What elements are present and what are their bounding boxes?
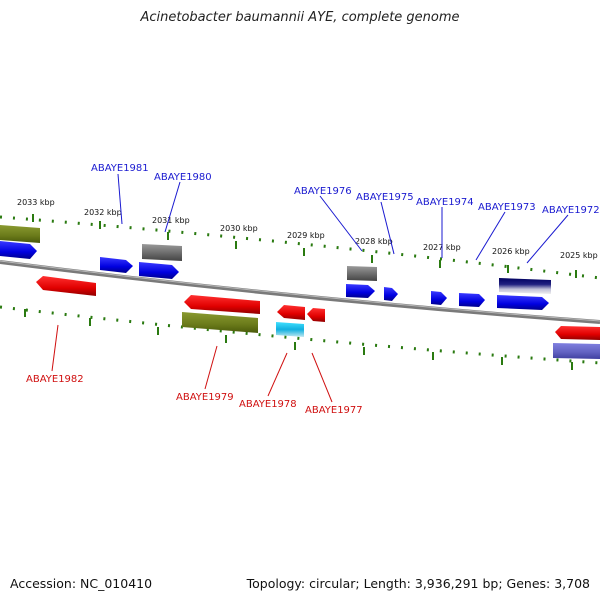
gene-ABAYE1975[interactable] <box>384 287 398 301</box>
gene-ABAYE1981[interactable] <box>100 257 133 273</box>
gene-ABAYE1978[interactable] <box>277 305 305 320</box>
gene-ABAYE1974[interactable] <box>431 291 447 305</box>
scale-label: 2028 kbp <box>355 237 393 246</box>
label-ABAYE1973[interactable]: ABAYE1973 <box>478 202 536 213</box>
scale-label: 2032 kbp <box>84 208 122 217</box>
label-ABAYE1975[interactable]: ABAYE1975 <box>356 192 414 203</box>
genome-backbone <box>0 260 600 324</box>
gene-ABAYE1972[interactable] <box>497 295 549 310</box>
label-ABAYE1976[interactable]: ABAYE1976 <box>294 186 352 197</box>
label-ABAYE1979[interactable]: ABAYE1979 <box>176 392 234 403</box>
scale-label: 2031 kbp <box>152 216 190 225</box>
accession-text: Accession: NC_010410 <box>10 576 153 591</box>
gene-ABAYE1977[interactable] <box>307 308 325 322</box>
feature-block-gray-1976[interactable] <box>347 266 377 281</box>
feature-block-gray-1980[interactable] <box>142 244 182 261</box>
gene-ABAYE1982[interactable] <box>36 276 96 296</box>
feature-block-olive-left[interactable] <box>0 225 40 243</box>
reverse-leader-lines <box>51 324 333 403</box>
feature-block-purple-right[interactable] <box>553 343 600 359</box>
scale-label: 2030 kbp <box>220 224 258 233</box>
label-ABAYE1981[interactable]: ABAYE1981 <box>91 163 149 174</box>
scale-label: 2026 kbp <box>492 247 530 256</box>
forward-leader-lines <box>117 173 569 264</box>
feature-block-cyan-1978[interactable] <box>276 322 304 337</box>
label-ABAYE1978[interactable]: ABAYE1978 <box>239 399 297 410</box>
scale-label: 2033 kbp <box>17 198 55 207</box>
upper-major-ticks <box>32 214 577 278</box>
scale-label: 2029 kbp <box>287 231 325 240</box>
gene-ABAYE1976[interactable] <box>346 284 375 298</box>
gene-ABAYE1980[interactable] <box>139 262 179 279</box>
topology-text: Topology: circular; Length: 3,936,291 bp… <box>246 576 590 591</box>
scale-label: 2025 kbp <box>560 251 598 260</box>
gene-ABAYE1973b[interactable] <box>459 293 485 307</box>
gene-reverse-right[interactable] <box>555 326 600 340</box>
label-ABAYE1982[interactable]: ABAYE1982 <box>26 374 84 385</box>
map-title: Acinetobacter baumannii AYE, complete ge… <box>140 10 460 25</box>
label-ABAYE1972[interactable]: ABAYE1972 <box>542 205 600 216</box>
label-ABAYE1974[interactable]: ABAYE1974 <box>416 197 474 208</box>
gene-ABAYE1979[interactable] <box>184 295 260 314</box>
lower-major-ticks <box>24 309 573 370</box>
feature-block-navy-1973[interactable] <box>499 278 551 294</box>
feature-block-olive-1979[interactable] <box>182 312 258 333</box>
gene-forward-left[interactable] <box>0 241 37 259</box>
label-ABAYE1977[interactable]: ABAYE1977 <box>305 405 363 416</box>
label-ABAYE1980[interactable]: ABAYE1980 <box>154 172 212 183</box>
